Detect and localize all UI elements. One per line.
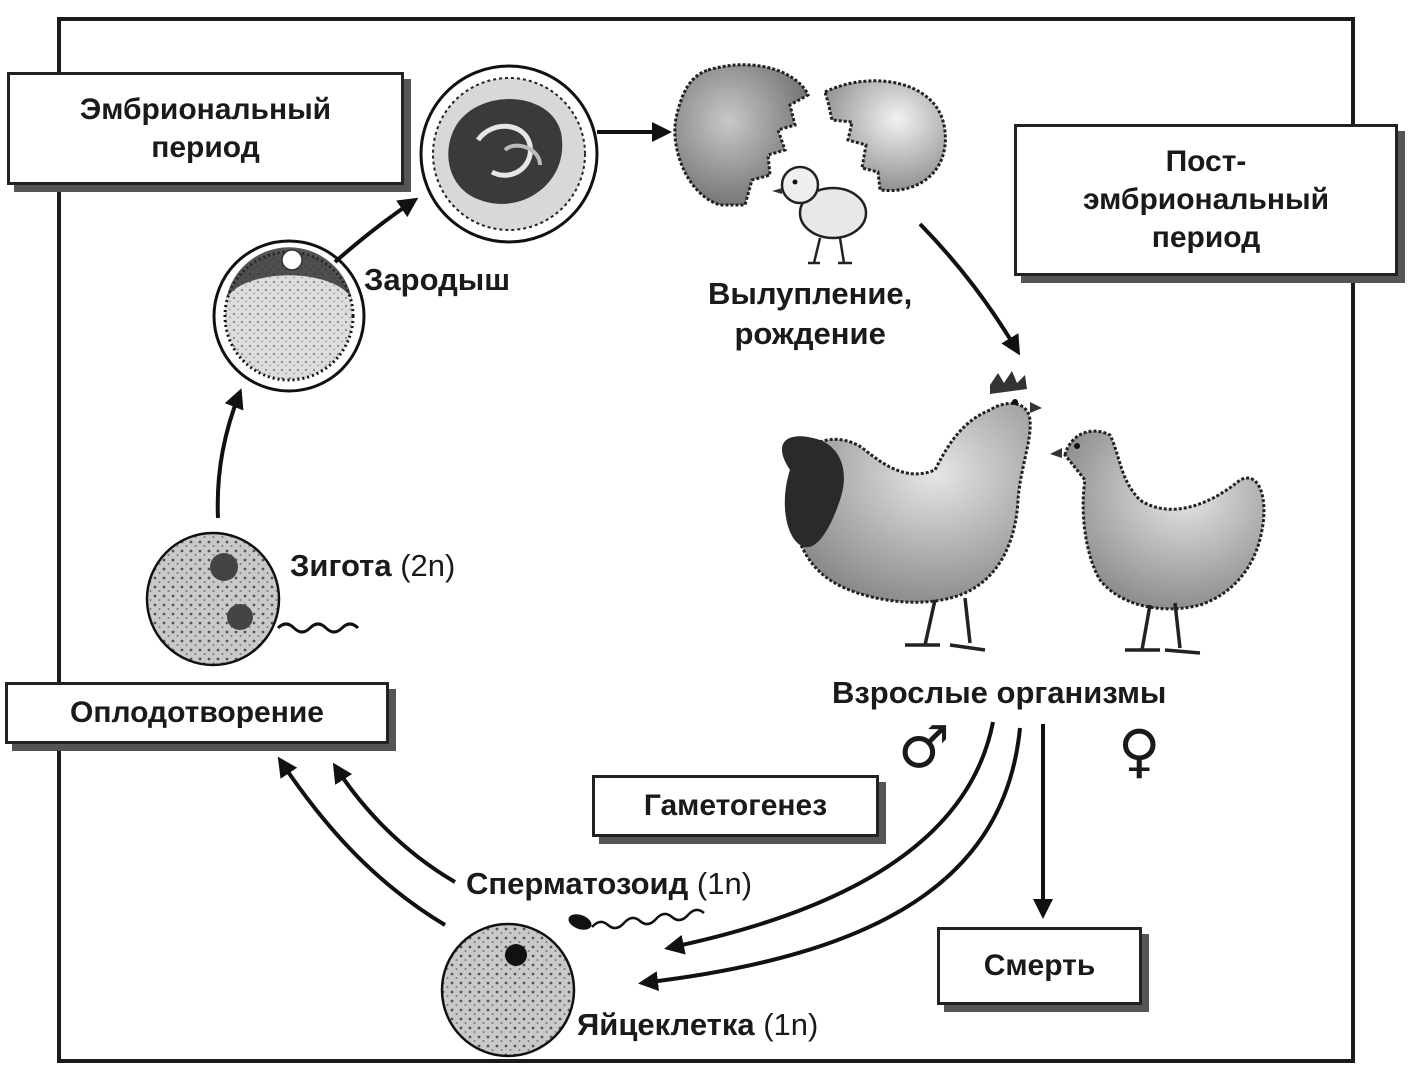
zygote-text: Зигота — [290, 548, 392, 583]
arrow-egg-to-fertilization-1 — [277, 756, 447, 927]
zygote-image — [145, 531, 360, 667]
embryo-label: Зародыш — [364, 262, 511, 297]
embryonic-period-box: Эмбриональный период — [7, 72, 404, 185]
cycle-arrows — [215, 122, 1053, 992]
arrow-blastula-to-embryo — [333, 197, 419, 264]
male-symbol: ♂ — [898, 713, 950, 781]
blastula-image — [212, 239, 366, 393]
hatching-egg-image — [673, 63, 947, 265]
rooster-image — [781, 371, 1042, 652]
arrow-adults-to-egg — [638, 727, 1022, 992]
sperm-ploidy: (1n) — [696, 866, 753, 901]
zygote-ploidy: (2n) — [400, 548, 456, 583]
postembryonic-period-box: Пост- эмбриональный период — [1014, 124, 1398, 276]
zygote-label: Зигота (2n) — [290, 548, 455, 584]
egg-cell-image — [440, 922, 576, 1058]
adults-label: Взрослые организмы — [832, 675, 1167, 710]
hatching-label: Вылупление, рождение — [708, 276, 913, 351]
hen-image — [1050, 429, 1266, 655]
sperm-label: Сперматозоид (1n) — [466, 866, 752, 902]
egg-text: Яйцеклетка — [577, 1007, 755, 1042]
egg-ploidy: (1n) — [763, 1007, 819, 1042]
arrow-egg-to-fertilization-2 — [332, 762, 457, 884]
gametogenesis-box: Гаметогенез — [592, 775, 879, 837]
arrow-adults-to-sperm — [664, 721, 995, 955]
embryo-image — [419, 64, 599, 244]
sperm-image — [568, 908, 705, 930]
egg-label: Яйцеклетка (1n) — [577, 1007, 818, 1043]
sperm-text: Сперматозоид — [466, 866, 689, 901]
fertilization-box: Оплодотворение — [5, 682, 389, 744]
diagram-frame — [57, 17, 1355, 1063]
female-symbol: ♀ — [1118, 717, 1161, 785]
death-box: Смерть — [937, 927, 1142, 1005]
arrow-zygote-to-blastula — [215, 388, 244, 519]
arrow-hatching-to-adults — [918, 222, 1021, 356]
